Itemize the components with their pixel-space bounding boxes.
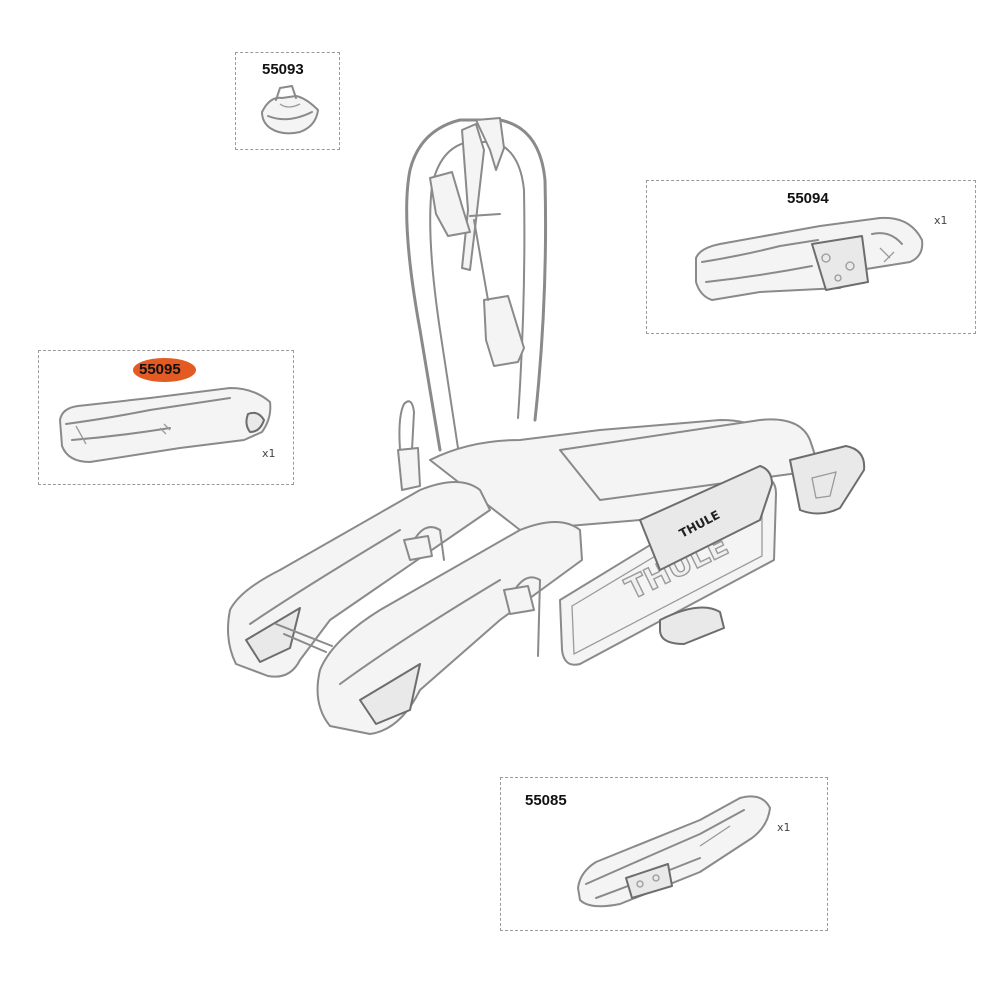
part-box-55085 (500, 777, 828, 931)
part-box-55095 (38, 350, 294, 485)
part-number-55085[interactable]: 55085 (525, 792, 567, 809)
part-number-55094[interactable]: 55094 (787, 190, 829, 207)
part-illustration-55094 (695, 216, 924, 301)
part-number-55095[interactable]: 55095 (139, 361, 181, 378)
part-highlight-55095 (133, 358, 196, 382)
part-number-55093[interactable]: 55093 (262, 61, 304, 78)
qty-55085: x1 (777, 821, 791, 834)
part-illustration-55085 (577, 795, 771, 908)
part-illustration-55095 (59, 387, 272, 463)
part-box-55093 (235, 52, 340, 150)
qty-55095: x1 (262, 447, 276, 460)
bike-carrier-illustration: THULE THULE (227, 117, 866, 735)
part-box-55094 (646, 180, 976, 334)
qty-55094: x1 (934, 214, 948, 227)
part-illustration-55093 (261, 85, 319, 135)
